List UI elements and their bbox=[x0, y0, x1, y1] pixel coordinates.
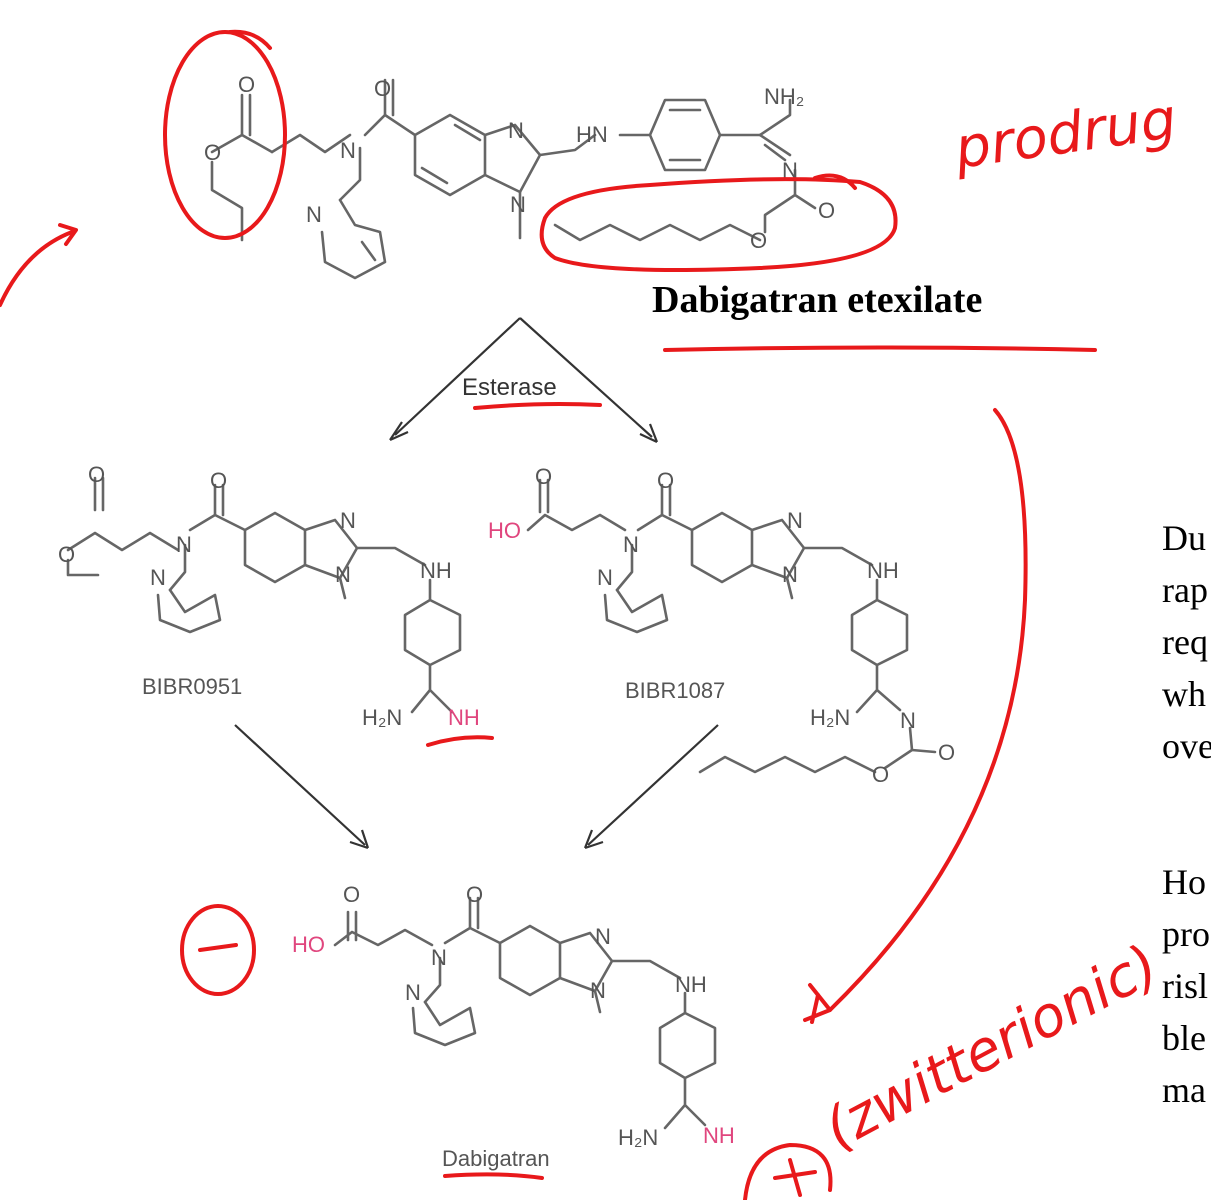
paragraph-line: rap bbox=[1162, 570, 1208, 610]
atom-hn-label: HN bbox=[576, 122, 608, 147]
ink-underline-nh bbox=[426, 735, 494, 747]
handwritten-annotations: prodrug (zwitterionic) bbox=[0, 29, 1180, 1200]
paragraph-line: Du bbox=[1162, 518, 1206, 558]
atom-nh-label: NH bbox=[420, 558, 452, 583]
atom-nh2-label: NH₂ bbox=[764, 84, 804, 109]
atom-h2n-label: H₂N bbox=[618, 1125, 658, 1150]
atom-n-label: N bbox=[508, 118, 524, 143]
esterase-arrows bbox=[389, 317, 659, 443]
atom-o-label: O bbox=[535, 464, 552, 489]
atom-o-label: O bbox=[204, 140, 221, 165]
atom-n-label: N bbox=[405, 980, 421, 1005]
paragraph-line: Ho bbox=[1162, 862, 1206, 902]
atom-n-label: N bbox=[782, 562, 798, 587]
atom-n-label: N bbox=[595, 924, 611, 949]
atom-o-label: O bbox=[210, 468, 227, 493]
atom-n-label: N bbox=[176, 532, 192, 557]
atom-n-label: N bbox=[431, 945, 447, 970]
atom-o-label: O bbox=[466, 882, 483, 907]
paragraph-line: risl bbox=[1162, 966, 1209, 1006]
compound-title: Dabigatran etexilate bbox=[652, 279, 982, 321]
atom-o-label: O bbox=[750, 228, 767, 253]
atom-n-label: N bbox=[340, 138, 356, 163]
atom-ho-label-highlight: HO bbox=[488, 518, 521, 543]
ink-circle-minus bbox=[180, 904, 256, 996]
atom-n-label: N bbox=[623, 532, 639, 557]
atom-n-label: N bbox=[787, 508, 803, 533]
paragraph-line: ble bbox=[1162, 1018, 1206, 1058]
atom-ho-label-highlight: HO bbox=[292, 932, 325, 957]
ink-plus-stroke bbox=[773, 1158, 817, 1197]
atom-n-label: N bbox=[900, 708, 916, 733]
ink-stroke bbox=[228, 29, 272, 50]
atom-o-label: O bbox=[818, 198, 835, 223]
atom-o-label: O bbox=[238, 72, 255, 97]
paragraph-line: req bbox=[1162, 622, 1208, 662]
ink-minus-stroke bbox=[198, 943, 238, 952]
converging-arrows bbox=[234, 724, 719, 850]
structure-dabigatran-etexilate: O O N O N N N HN NH₂ N O O bbox=[204, 72, 835, 280]
atom-nh-label-highlight: NH bbox=[703, 1123, 735, 1148]
ink-circle-ester bbox=[163, 30, 287, 240]
ink-arrowhead bbox=[803, 983, 832, 1024]
atom-nh-label: NH bbox=[675, 972, 707, 997]
ink-underline-enzyme bbox=[473, 402, 602, 410]
ink-stroke bbox=[813, 173, 857, 190]
atom-o-label: O bbox=[343, 882, 360, 907]
structure-bibr1087: HO O N O N N N NH H₂N N O O bbox=[488, 464, 955, 787]
atom-o-label: O bbox=[88, 462, 105, 487]
atom-n-label: N bbox=[590, 978, 606, 1003]
ink-text-prodrug: prodrug bbox=[950, 87, 1180, 182]
atom-n-label: N bbox=[510, 192, 526, 217]
atom-nh-label-highlight: NH bbox=[448, 705, 480, 730]
atom-o-label: O bbox=[872, 762, 889, 787]
compound-label-bibr0951: BIBR0951 bbox=[142, 674, 242, 699]
atom-n-label: N bbox=[597, 565, 613, 590]
paragraph-line: ove bbox=[1162, 726, 1211, 766]
ink-arrow-left bbox=[0, 230, 74, 307]
atom-h2n-label: H₂N bbox=[362, 705, 402, 730]
atom-o-label: O bbox=[58, 542, 75, 567]
atom-o-label: O bbox=[374, 76, 391, 101]
atom-n-label: N bbox=[150, 565, 166, 590]
ink-ellipse-carbamate bbox=[539, 177, 898, 273]
ink-underline-title bbox=[663, 345, 1097, 352]
paragraph-line: ma bbox=[1162, 1070, 1206, 1110]
compound-label-bibr1087: BIBR1087 bbox=[625, 678, 725, 703]
ink-arrowhead bbox=[58, 223, 78, 246]
ink-underline-product bbox=[443, 1172, 544, 1180]
atom-h2n-label: H₂N bbox=[810, 705, 850, 730]
atom-n-label: N bbox=[335, 562, 351, 587]
paragraph-line: pro bbox=[1162, 914, 1210, 954]
atom-nh-label: NH bbox=[867, 558, 899, 583]
ink-circle-plus bbox=[743, 1143, 833, 1200]
atom-n-label: N bbox=[340, 508, 356, 533]
atom-n-label: N bbox=[782, 158, 798, 183]
atom-o-label: O bbox=[938, 740, 955, 765]
ink-arrow-right bbox=[828, 408, 1028, 1012]
enzyme-label: Esterase bbox=[462, 374, 557, 401]
atom-o-label: O bbox=[657, 468, 674, 493]
atom-n-label: N bbox=[306, 202, 322, 227]
structure-bibr0951: O O N O N N N NH H₂N NH bbox=[58, 462, 480, 730]
ink-text-zwitterionic: (zwitterionic) bbox=[814, 932, 1169, 1162]
compound-label-dabigatran: Dabigatran bbox=[442, 1146, 550, 1171]
paragraph-line: wh bbox=[1162, 674, 1206, 714]
structure-dabigatran: HO O N O N N N NH H₂N NH bbox=[292, 882, 735, 1150]
